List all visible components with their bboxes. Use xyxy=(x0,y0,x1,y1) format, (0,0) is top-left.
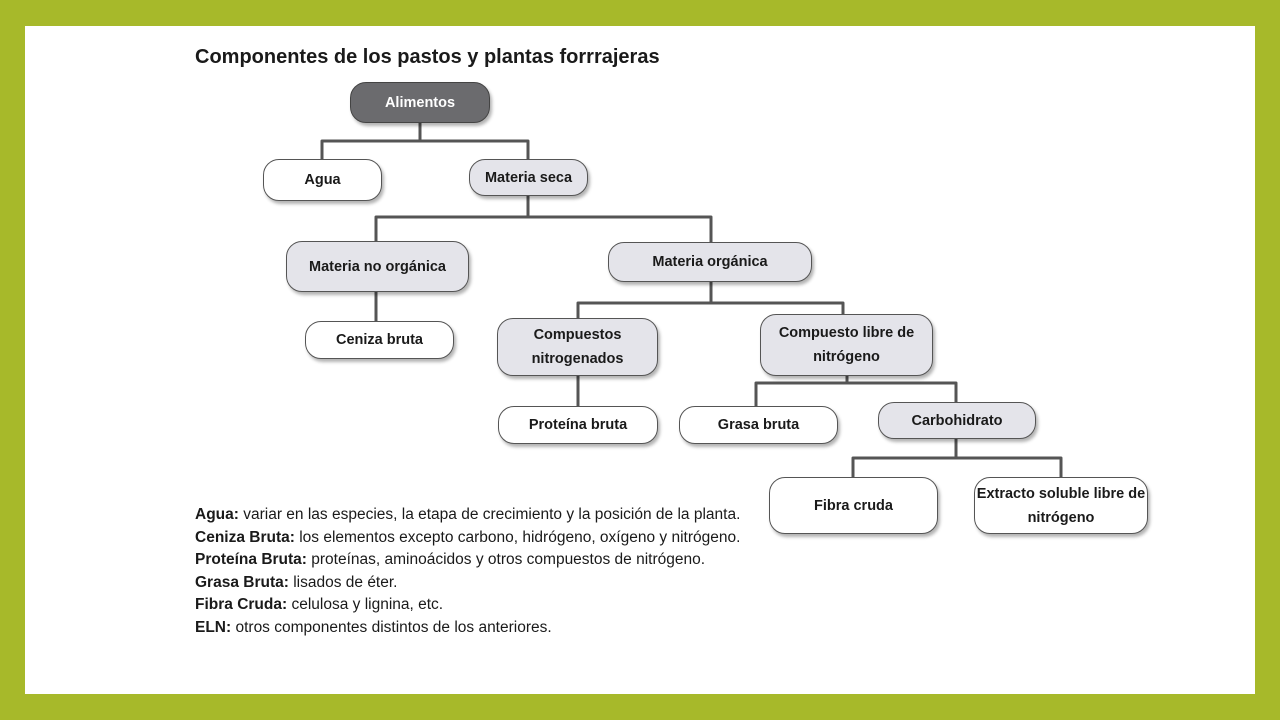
page-title: Componentes de los pastos y plantas forr… xyxy=(195,46,660,68)
node-compuesto-libre-de-nitrogeno: Compuesto libre de nitrógeno xyxy=(760,314,933,376)
definition-text: los elementos excepto carbono, hidrógeno… xyxy=(294,528,741,546)
definition-text: proteínas, aminoácidos y otros compuesto… xyxy=(306,551,706,568)
edge-compuesto-libre xyxy=(754,376,958,406)
node-agua: Agua xyxy=(263,159,382,201)
edge-materia-organica xyxy=(576,282,845,318)
definition-item: Ceniza Bruta: los elementos excepto carb… xyxy=(195,527,795,550)
definition-text: variar en las especies, la etapa de crec… xyxy=(238,506,741,523)
definition-term: Proteína Bruta: xyxy=(195,551,307,568)
node-grasa-bruta: Grasa bruta xyxy=(679,406,838,444)
definition-item: Grasa Bruta: lisados de éter. xyxy=(195,572,795,595)
node-materia-no-organica: Materia no orgánica xyxy=(286,241,469,292)
definition-term: Agua: xyxy=(195,506,239,523)
definition-item: Agua: variar en las especies, la etapa d… xyxy=(195,504,795,527)
definition-text: otros componentes distintos de los anter… xyxy=(231,618,552,636)
definition-term: Fibra Cruda: xyxy=(195,596,288,613)
definitions-list: Agua: variar en las especies, la etapa d… xyxy=(195,504,795,639)
node-ceniza-bruta: Ceniza bruta xyxy=(305,321,454,359)
definition-item: Proteína Bruta: proteínas, aminoácidos y… xyxy=(195,549,795,572)
definition-item: ELN: otros componentes distintos de los … xyxy=(195,617,795,640)
edge-alimentos xyxy=(320,123,530,159)
definition-term: Ceniza Bruta: xyxy=(195,528,295,546)
edge-materia-seca xyxy=(374,196,713,242)
node-carbohidrato: Carbohidrato xyxy=(878,402,1036,439)
definition-item: Fibra Cruda: celulosa y lignina, etc. xyxy=(195,594,795,617)
definition-text: celulosa y lignina, etc. xyxy=(287,596,444,613)
node-compuestos-nitrogenados: Compuestos nitrogenados xyxy=(497,318,658,376)
definition-term: Grasa Bruta: xyxy=(195,573,289,591)
node-alimentos: Alimentos xyxy=(350,82,490,123)
definition-term: ELN: xyxy=(195,618,232,636)
node-extracto-soluble-libre-de-nitrogeno: Extracto soluble libre de nitrógeno xyxy=(974,477,1148,534)
slide: Componentes de los pastos y plantas forr… xyxy=(25,26,1255,694)
definition-text: lisados de éter. xyxy=(288,573,398,591)
tree-connectors xyxy=(320,123,1063,477)
node-materia-seca: Materia seca xyxy=(469,159,588,196)
node-proteina-bruta: Proteína bruta xyxy=(498,406,658,444)
edge-carbohidrato xyxy=(851,439,1063,477)
node-fibra-cruda: Fibra cruda xyxy=(769,477,938,534)
node-materia-organica: Materia orgánica xyxy=(608,242,812,282)
